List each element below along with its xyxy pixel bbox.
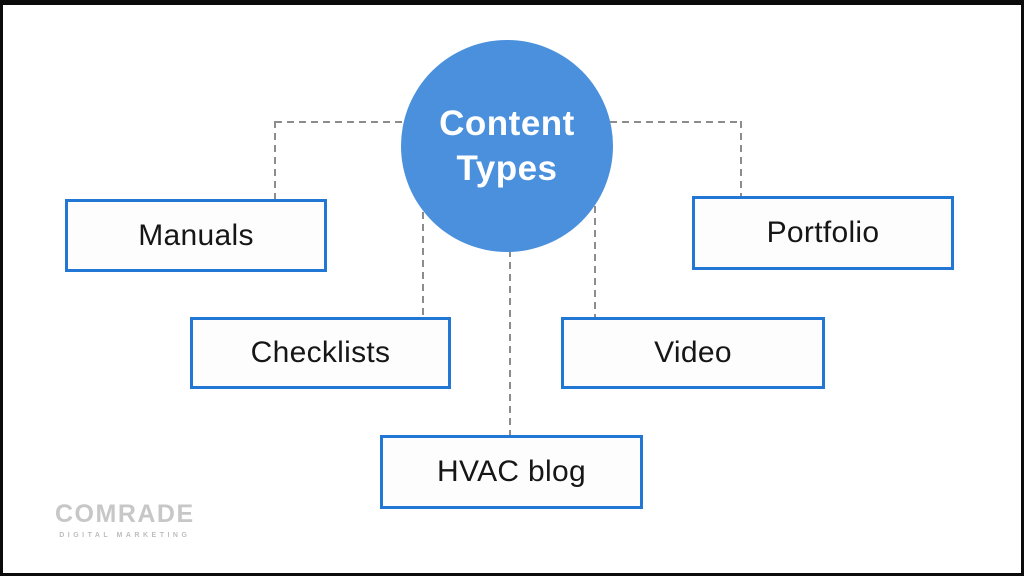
connector-left-horizontal (275, 121, 410, 123)
node-label: Portfolio (766, 216, 880, 249)
circle-label-line1: Content (439, 103, 575, 143)
logo-tagline: DIGITAL MARKETING (59, 532, 191, 539)
node-label: Checklists (250, 336, 391, 369)
node-box-manuals: Manuals (65, 199, 327, 272)
node-box-portfolio: Portfolio (692, 196, 954, 270)
node-box-hvac-blog: HVAC blog (380, 435, 643, 509)
connector-hvac-vertical (509, 250, 511, 437)
circle-label-line2: Types (456, 149, 558, 188)
connector-video-vertical (594, 206, 596, 319)
connector-manuals-vertical (274, 121, 276, 201)
content-types-circle: Content Types (401, 40, 613, 252)
node-label: Video (654, 336, 732, 369)
comrade-logo: COMRADE DIGITAL MARKETING (55, 500, 195, 539)
node-label: HVAC blog (437, 455, 586, 488)
node-box-checklists: Checklists (190, 317, 451, 389)
connector-right-horizontal (610, 121, 742, 123)
logo-wordmark: COMRADE (55, 500, 195, 528)
node-label: Manuals (138, 218, 254, 252)
connector-checklists-vertical (422, 212, 424, 319)
node-box-video: Video (561, 317, 825, 389)
connector-portfolio-vertical (740, 121, 742, 198)
